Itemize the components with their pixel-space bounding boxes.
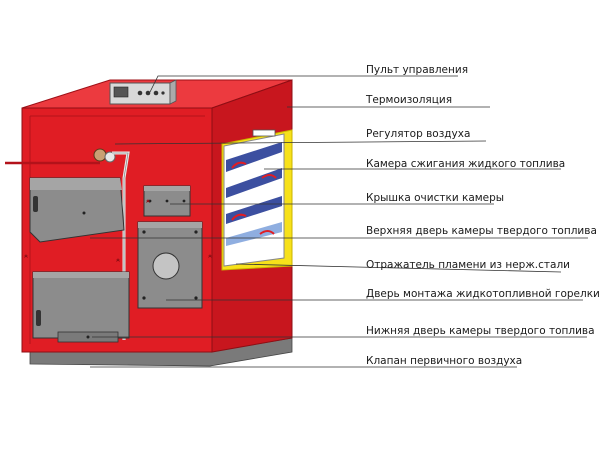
label-lower-door: Нижняя дверь камеры твердого топлива bbox=[366, 325, 595, 337]
label-air-regulator: Регулятор воздуха bbox=[366, 128, 470, 140]
air-regulator bbox=[5, 148, 130, 340]
leader-lines bbox=[90, 75, 588, 368]
leader-control-panel bbox=[149, 75, 458, 93]
leader-flame-reflector bbox=[235, 263, 562, 273]
front-bolts bbox=[24, 199, 212, 262]
label-upper-door: Верхняя дверь камеры твердого топлива bbox=[366, 225, 597, 237]
leader-air-regulator bbox=[114, 140, 487, 145]
control-panel bbox=[109, 79, 177, 105]
label-liquid-fuel-chamber: Камера сжигания жидкого топлива bbox=[366, 158, 565, 170]
label-cleaning-cover: Крышка очистки камеры bbox=[366, 192, 504, 204]
upper-solid-fuel-door bbox=[29, 177, 125, 243]
label-primary-air-valve: Клапан первичного воздуха bbox=[366, 355, 522, 367]
label-control-panel: Пульт управления bbox=[366, 64, 468, 76]
chamber-cleaning-cover bbox=[143, 185, 191, 217]
label-insulation: Термоизоляция bbox=[365, 94, 452, 106]
burner-mount-door bbox=[137, 221, 203, 309]
cutaway-section bbox=[221, 129, 293, 271]
lower-solid-fuel-door bbox=[32, 271, 130, 343]
label-flame-reflector: Отражатель пламени из нерж.стали bbox=[366, 259, 570, 271]
label-burner-door: Дверь монтажа жидкотопливной горелки bbox=[366, 288, 600, 300]
